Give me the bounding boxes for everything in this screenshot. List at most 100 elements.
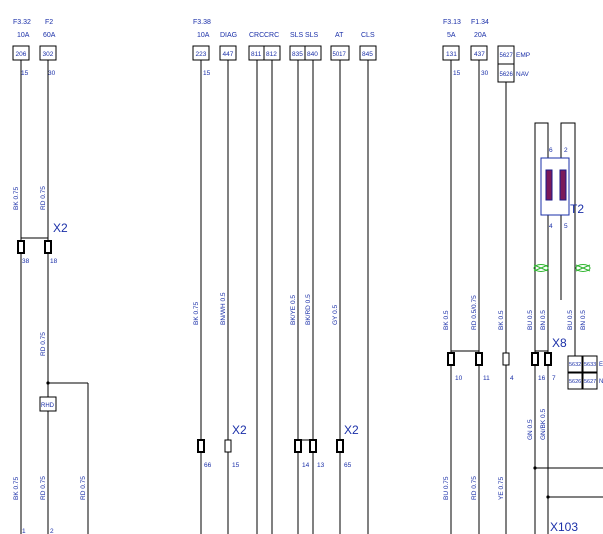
fuse-rating: 5A [447,32,456,39]
fuse-f1-34: F1.34 20A 437 30 [470,19,489,77]
wire-label: BN 0.5 [540,310,547,330]
connector-x8: X8 10 11 4 16 7 [447,336,567,382]
transformer-pin: 2 [564,147,568,154]
fuse-f3-13: F3.13 5A 131 15 [442,19,461,77]
connector-label: X8 [552,336,567,350]
wire-label: BN 0.5 [580,310,587,330]
wire-label: GN/BK 0.5 [540,409,547,440]
pin-number: 16 [538,375,546,382]
signal-label: CRC [264,32,279,39]
fuse-name: F3.13 [443,19,461,26]
nav-label: NAV [516,71,530,78]
twist-line [575,264,591,272]
connector-label: X2 [232,423,247,437]
wire-label: RD 0.75 [40,186,47,210]
fuse-name: F2 [45,19,53,26]
signal-box-number: 447 [223,51,234,58]
pin-number: 2 [50,528,54,534]
connector-label: X2 [53,221,68,235]
connector-terminal [531,352,539,366]
signal-at: AT 5017 [330,32,350,61]
pin-number: 15 [453,70,461,77]
connector-terminal [17,240,25,254]
pin-number: 18 [50,258,58,265]
fuse-f3-38: F3.38 10A 223 15 [192,19,211,77]
signal-label: DIAG [220,32,237,39]
wire-label: BK/YE 0.5 [290,295,297,325]
junction-dot [533,466,537,470]
connector-x2-left: X2 38 18 [17,221,68,265]
right-box-number: 5626 [569,379,581,385]
fuse-box-number: 206 [16,51,27,58]
signal-label: CLS [361,32,375,39]
fuse-box-number: 302 [43,51,54,58]
emp-nav-block: 5627 5626 EMP NAV [497,45,530,83]
pin-number: 7 [552,375,556,382]
pin-number: 30 [481,70,489,77]
right-box [567,355,583,373]
connector-terminal [224,439,232,453]
connector-terminal [475,352,483,366]
junction-dot [546,495,550,499]
transformer-pin: 6 [549,147,553,154]
signal-box-number: 5017 [333,52,347,58]
wire-label: BU 0.75 [443,476,450,500]
pin-number: 65 [344,462,352,469]
pin-number: 4 [510,375,514,382]
signal-crc-2: CRC 812 [263,32,281,61]
signal-box-number: 845 [362,51,373,58]
wire-label: BK 0.75 [193,301,200,325]
wire-label: RD 0.75 [40,476,47,500]
wire-label: GY 0.5 [332,304,339,325]
signal-crc-1: CRC 811 [248,32,266,61]
pin-number: 11 [483,375,490,382]
wire-label: BK 0.75 [13,186,20,210]
fuse-name: F1.34 [471,19,489,26]
signal-diag: DIAG 447 [219,32,237,61]
signal-label: AT [335,32,344,39]
wire-label: RD 0.5/0.75 [471,295,478,330]
fuse-rating: 60A [43,32,56,39]
fuse-box-number: 131 [446,51,457,58]
signal-label: SLS [290,32,304,39]
twist-loop [533,264,549,272]
pin-number: 13 [317,462,325,469]
right-box-block: 5632 5633 5626 5627 E N [567,355,603,390]
pin-number: 30 [48,70,56,77]
pin-number: 10 [455,375,463,382]
wire-label: BU 0.5 [567,310,574,330]
pin-number: 14 [302,462,310,469]
fuse-f3-32: F3.32 10A 206 15 [12,19,31,77]
fuse-rating: 10A [197,32,210,39]
signal-sls-2: SLS 840 [304,32,322,61]
twisted-pair-marker [533,264,549,272]
transformer-pin: 4 [549,223,553,230]
pin-number: 15 [232,462,240,469]
signal-box-number: 840 [307,51,318,58]
pin-number: 38 [22,258,30,265]
twist-line [533,264,549,272]
pin-number: 66 [204,462,212,469]
connector-terminal [294,439,302,453]
fuse-name: F3.38 [193,19,211,26]
right-box-number: 5627 [584,379,596,385]
pin-number: 15 [203,70,211,77]
pin-number: 15 [21,70,29,77]
connector-terminal [309,439,317,453]
right-box-e-label: E [599,362,603,368]
wire-label: BK 0.5 [498,310,505,330]
connector-x2-middle: X2 66 15 [197,423,247,469]
signal-box-number: 811 [251,51,262,58]
fuse-box-number: 223 [196,51,207,58]
fuse-name: F3.32 [13,19,31,26]
junction-dot [46,381,50,385]
pin-number: 1 [22,528,26,534]
right-box [567,372,583,390]
wire-label: BK 0.75 [13,476,20,500]
transformer-coil [545,169,553,201]
wire-label: BK 0.5 [443,310,450,330]
connector-terminal [197,439,205,453]
connector-terminal [336,439,344,453]
transformer-t2: 6 2 4 5 T2 [540,147,584,230]
signal-label: SLS [305,32,319,39]
